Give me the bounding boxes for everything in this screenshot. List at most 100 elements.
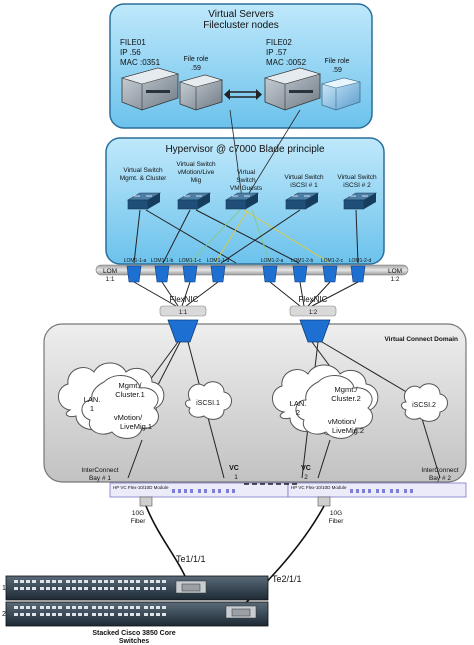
file02-role-ip: .59 [332, 67, 342, 74]
vswitch-2-label-line3: Mig [191, 177, 202, 184]
vc-module-right: HP VC Flex-10/10D Module [287, 482, 467, 498]
virtual-servers-title: Virtual Servers [208, 9, 273, 20]
switch-unit-1-label: 1 [2, 585, 6, 592]
iscsi-left-cloud: iSCSI.1 [185, 381, 232, 420]
fiber-right-line1: 10G [330, 510, 342, 517]
lom-port-label: LOM1-1-d [207, 258, 230, 264]
flexnic-left: 1:1 [159, 305, 207, 317]
core-switch-1: 1 [2, 575, 269, 601]
cloud-left-livemig: LiveMig.1 [120, 422, 152, 431]
bay-right-line1: InterConnect [421, 467, 458, 474]
file02-role-server-icon [320, 77, 361, 111]
fiber-right-line2: Fiber [329, 518, 345, 525]
hypervisor-title: Hypervisor @ c7000 Blade principle [165, 144, 325, 155]
lom-port-label: LOM1-2-a [261, 258, 284, 264]
cloud-right-livemig: LiveMig.2 [332, 426, 364, 435]
file01-mac: MAC :0351 [120, 58, 161, 67]
vswitch-4-icon [284, 192, 320, 210]
switch-2-sfp-icon [231, 608, 251, 617]
fiber-left-line1: 10G [132, 510, 144, 517]
cloud-left: LAN. 1 Mgmt./ Cluster.1 vMotion/ LiveMig… [58, 362, 165, 439]
file01-ip: IP .56 [120, 48, 141, 57]
lom-left-label: LOM [103, 268, 117, 275]
cloud-right-lan-num: 2 [296, 408, 300, 417]
lom-port-label: LOM1-2-c [321, 258, 344, 264]
vswitch-5-label-line1: Virtual Switch [337, 174, 377, 181]
nic-port-icon [350, 265, 366, 283]
file02-name: FILE02 [266, 38, 292, 47]
vswitch-3-icon [224, 192, 260, 210]
virtual-servers-panel: Virtual Servers Filecluster nodes FILE01… [109, 3, 373, 129]
iscsi-right-label: iSCSI.2 [412, 402, 436, 409]
vswitch-4-label-line2: iSCSI # 1 [290, 182, 318, 189]
nic-port-icon [322, 265, 338, 283]
vswitch-icons [126, 192, 378, 210]
bay-left-line1: InterConnect [81, 467, 118, 474]
lom-port-label: LOM1-1-c [179, 258, 202, 264]
vswitch-3-label-line2: Switch [236, 177, 256, 184]
bay-left-line2: Bay # 1 [89, 475, 111, 482]
vswitch-1-label-line2: Mgmt. & Cluster [120, 175, 167, 182]
flexnic-labels: FlexNIC FlexNIC [170, 295, 328, 304]
fiber-port-left-icon [139, 496, 153, 507]
file01-role-server-icon [178, 74, 224, 111]
nic-port-icon [210, 265, 226, 283]
vswitch-5-icon [342, 192, 378, 210]
nic-port-icons [126, 265, 366, 283]
iscsi-left-label: iSCSI.1 [196, 400, 220, 407]
failover-arrow-icon [224, 89, 262, 100]
flexnic-right-num: 1:2 [309, 310, 318, 316]
lom-to-flexnic-lines [133, 281, 359, 307]
vswitch-5-label-line2: iSCSI # 2 [343, 182, 371, 189]
lom-left-num: 1:1 [105, 276, 114, 283]
file02-label: FILE02 IP .57 MAC :0052 File role .59 [266, 38, 350, 74]
cloud-left-lan: LAN. [84, 395, 101, 404]
fiber-left-line2: Fiber [131, 518, 147, 525]
lom-port-label: LOM1-1-b [151, 258, 174, 264]
switch-stack-caption-line1: Stacked Cisco 3850 Core [92, 630, 175, 637]
nic-port-icon [262, 265, 278, 283]
iscsi-right-cloud: iSCSI.2 [401, 383, 448, 422]
cloud-left-cluster: Cluster.1 [115, 390, 145, 399]
flexnic-left-num: 1:1 [179, 310, 188, 316]
lom-port-label: LOM1-2-d [349, 258, 372, 264]
cloud-right-cluster: Cluster.2 [331, 394, 361, 403]
cloud-left-vmotion: vMotion/ [114, 413, 143, 422]
switch-stack-caption-line2: Switches [119, 638, 149, 645]
vc-domain-label: Virtual Connect Domain [384, 336, 458, 343]
vc-left-label: VC [229, 465, 239, 472]
flexnic-right-label: FlexNIC [299, 295, 328, 304]
vswitch-1-icon [126, 192, 162, 210]
vswitch-2-label-line2: vMotion/Live [178, 169, 215, 176]
vc-module-left-text: HP VC Flex-10/10D Module [113, 485, 169, 490]
bay-right-line2: Bay # 2 [429, 475, 451, 482]
file02-role: File role [325, 58, 350, 65]
flexnic-right: 1:2 [289, 305, 337, 317]
vswitch-labels: Virtual Switch Mgmt. & Cluster Virtual S… [120, 161, 377, 192]
switch-2-ports-icon [14, 606, 166, 616]
vswitch-3-label-line1: Virtual [237, 169, 256, 176]
cloud-right-vmotion: vMotion/ [328, 417, 357, 426]
file02-server-icon [263, 67, 322, 111]
vc-module-right-ports-icon [350, 489, 413, 493]
vswitch-uplinks [133, 109, 359, 264]
nic-port-icon [292, 265, 308, 283]
vc-module-right-text: HP VC Flex-10/10D Module [291, 485, 347, 490]
vc-right-num: 2 [304, 474, 308, 481]
vc-module-left-ports-icon [172, 489, 235, 493]
vswitch-1-label-line1: Virtual Switch [123, 167, 163, 174]
cloud-right: LAN. 2 Mgmt./ Cluster.2 vMotion/ LiveMig… [272, 364, 379, 439]
file02-mac: MAC :0052 [266, 58, 307, 67]
switch-1-sfp-icon [181, 583, 201, 592]
switch-unit-2-label: 2 [2, 611, 6, 618]
file01-server-icon [120, 67, 180, 111]
vc-left-num: 1 [234, 474, 238, 481]
file02-ip: IP .57 [266, 48, 287, 57]
cloud-right-lan: LAN. [290, 399, 307, 408]
flexnic-left-icon [167, 319, 199, 343]
fiber-port-right-icon [317, 496, 331, 507]
vswitch-3-label-line3: VM Guests [230, 185, 263, 192]
lom-port-labels: LOM1-1-a LOM1-1-b LOM1-1-c LOM1-1-d LOM1… [124, 258, 372, 264]
lom-port-label: LOM1-1-a [124, 258, 147, 264]
